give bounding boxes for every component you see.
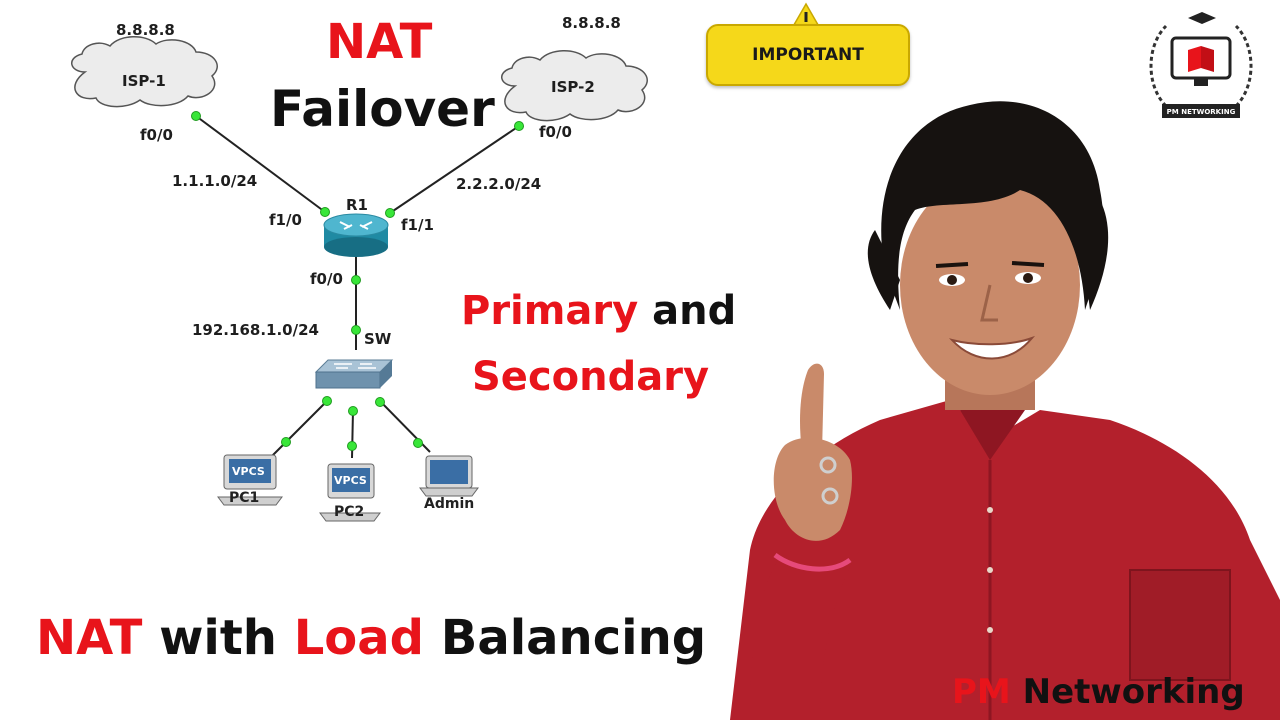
isp2-ip: 8.8.8.8 xyxy=(562,14,621,32)
isp1-label: ISP-1 xyxy=(122,72,166,90)
subtitle-secondary: Secondary xyxy=(472,354,710,400)
r1-iface-right: f1/1 xyxy=(401,216,434,234)
r1-iface-down: f0/0 xyxy=(310,270,343,288)
pc2-label: PC2 xyxy=(334,504,365,520)
pc2-icon: VPCS xyxy=(319,463,381,522)
headline-nat: NAT xyxy=(36,610,143,666)
link-sw-pc1 xyxy=(269,400,328,459)
brand-footer: PM Networking xyxy=(952,672,1245,712)
subnet-left: 1.1.1.0/24 xyxy=(172,172,258,190)
isp1-ip: 8.8.8.8 xyxy=(116,21,175,39)
pc1-label: PC1 xyxy=(229,490,260,506)
link-isp1-r1 xyxy=(195,115,326,213)
title-nat: NAT xyxy=(326,14,433,70)
subtitle-primary: Primary xyxy=(461,288,639,334)
subtitle-and: and xyxy=(652,288,737,334)
pm-networking-logo: PM NETWORKING xyxy=(1149,12,1253,118)
important-badge-text: IMPORTANT xyxy=(752,45,864,65)
isp2-label: ISP-2 xyxy=(551,78,595,96)
title-failover: Failover xyxy=(270,80,495,138)
brand-networking: Networking xyxy=(1022,672,1245,712)
isp1-iface: f0/0 xyxy=(140,126,173,144)
pc1-screen-text: VPCS xyxy=(232,465,265,478)
port-indicators xyxy=(191,111,524,451)
headline-load: Load xyxy=(293,610,425,666)
switch-sw-icon xyxy=(314,359,394,389)
subnet-lan: 192.168.1.0/24 xyxy=(192,321,319,339)
isp1-cloud xyxy=(71,36,218,108)
admin-label: Admin xyxy=(424,496,475,512)
isp2-iface: f0/0 xyxy=(539,123,572,141)
subnet-right: 2.2.2.0/24 xyxy=(456,175,542,193)
presenter-photo xyxy=(730,101,1280,720)
headline-balancing: Balancing xyxy=(440,610,707,666)
router-r1-icon xyxy=(323,213,389,257)
r1-label: R1 xyxy=(346,196,368,214)
brand-pm: PM xyxy=(952,672,1011,712)
subtitle-line1: Primary and xyxy=(461,288,736,334)
logo-text: PM NETWORKING xyxy=(1167,108,1236,116)
r1-iface-left: f1/0 xyxy=(269,211,302,229)
bottom-headline: NAT with Load Balancing xyxy=(36,610,706,666)
headline-with: with xyxy=(159,610,277,666)
network-diagram: VPCS VPCS xyxy=(71,36,648,522)
link-isp2-r1 xyxy=(389,125,520,214)
admin-laptop-icon xyxy=(419,455,479,497)
pc1-icon: VPCS xyxy=(217,454,283,506)
sw-label: SW xyxy=(364,330,392,348)
important-badge: IMPORTANT xyxy=(706,24,910,86)
isp2-cloud xyxy=(501,50,648,122)
pc2-screen-text: VPCS xyxy=(334,474,367,487)
